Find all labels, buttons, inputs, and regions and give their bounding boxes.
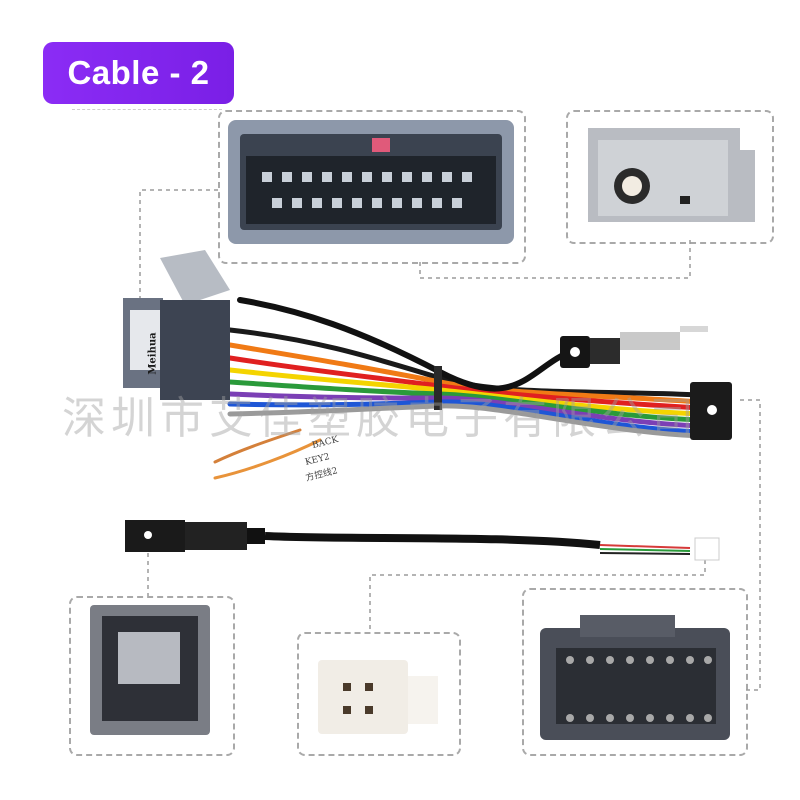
radio-plug-photo xyxy=(540,615,730,740)
cable-title-badge: Cable - 2 xyxy=(43,42,234,104)
title-underline xyxy=(72,109,222,110)
antenna-connector-photo xyxy=(588,128,755,222)
leader-lines xyxy=(139,189,761,691)
antenna-plug xyxy=(560,326,708,368)
brand-logo: Meihua xyxy=(147,332,159,375)
left-connector-block xyxy=(123,250,230,400)
cable-tie xyxy=(434,366,442,410)
main-connector-photo xyxy=(228,120,514,244)
right-harness-plug xyxy=(690,382,732,440)
cable-title-text: Cable - 2 xyxy=(67,54,210,91)
watermark-text: 深圳市艾佳塑胶电子有限公司 xyxy=(62,393,699,444)
usb-cable xyxy=(125,520,720,561)
usb-socket-photo xyxy=(90,605,210,735)
white-plug-photo xyxy=(318,660,438,734)
